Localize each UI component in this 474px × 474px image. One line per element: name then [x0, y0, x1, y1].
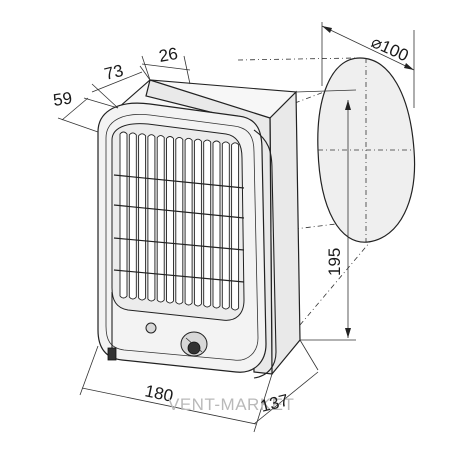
grille-slat: [175, 136, 184, 305]
dimension-label-73: 73: [102, 61, 125, 84]
diameter-dimension: [321, 22, 415, 108]
grille-slat: [128, 132, 137, 300]
dimension-label-195: 195: [325, 248, 344, 276]
grille-slat: [212, 140, 221, 309]
grille-slats: [119, 131, 240, 311]
dimension-26: [141, 55, 191, 85]
indicator-light: [145, 322, 157, 334]
grille-slat: [203, 139, 212, 308]
grille-slat: [231, 142, 240, 311]
dimension-label-59: 59: [52, 89, 73, 110]
dimension-73: [91, 65, 151, 109]
dimension-180: [79, 345, 273, 433]
pull-cord: [107, 292, 117, 361]
grille-slat: [221, 141, 230, 310]
grille-slat: [184, 137, 193, 306]
dimension-137: [253, 339, 319, 425]
diameter-label: ⌀100: [368, 32, 411, 65]
grille-slat: [156, 135, 165, 303]
grille-slat: [119, 131, 128, 299]
watermark-text: VENT-MARKET: [168, 395, 294, 414]
grille-slat: [193, 138, 202, 307]
dimension-59: [57, 97, 119, 133]
dimension-195: [295, 89, 357, 341]
grille-slat: [166, 136, 174, 304]
control-knob: [180, 331, 208, 357]
front-grille: [111, 123, 245, 321]
duct-disc: [317, 57, 416, 243]
grille-slat: [138, 133, 147, 301]
dimension-label-26: 26: [157, 44, 179, 66]
grille-slat: [147, 134, 156, 302]
